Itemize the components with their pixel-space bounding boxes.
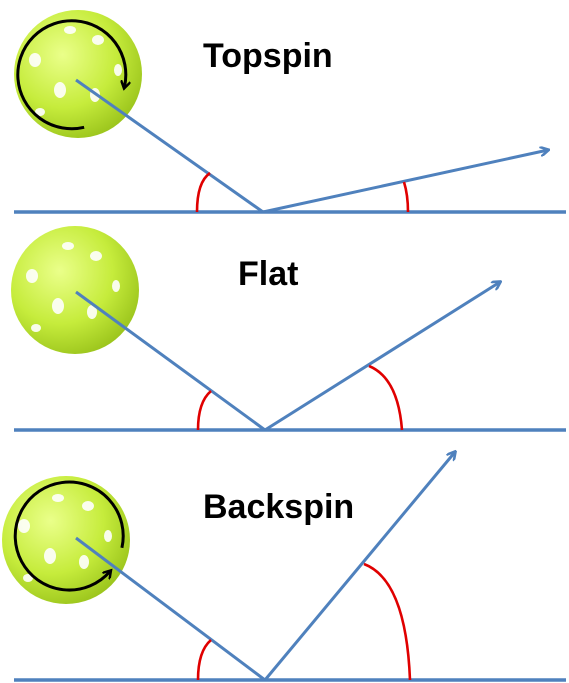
topspin-arrow-icon xyxy=(16,19,141,131)
rebound-angle-arc xyxy=(368,364,404,431)
panel-label: Flat xyxy=(238,255,298,293)
ball xyxy=(11,226,139,354)
panel-topspin: Topspin xyxy=(14,10,566,214)
panel-flat: Flat xyxy=(11,226,566,432)
outgoing-path xyxy=(264,282,500,432)
panel-label: Topspin xyxy=(203,37,333,75)
outgoing-path xyxy=(262,150,548,214)
incidence-angle-arc xyxy=(195,171,211,213)
ball xyxy=(2,476,130,604)
incoming-path xyxy=(75,290,266,432)
incoming-path xyxy=(75,78,264,214)
backspin-arrow-icon xyxy=(13,480,125,592)
rebound-angle-arc xyxy=(402,181,410,213)
incoming-path xyxy=(75,536,266,682)
rebound-angle-arc xyxy=(363,562,412,681)
panel-label: Backspin xyxy=(203,488,354,526)
outgoing-path xyxy=(263,452,455,681)
incidence-angle-arc xyxy=(196,390,212,431)
panel-backspin: Backspin xyxy=(2,452,566,682)
incidence-angle-arc xyxy=(196,639,212,681)
ball xyxy=(14,10,142,138)
